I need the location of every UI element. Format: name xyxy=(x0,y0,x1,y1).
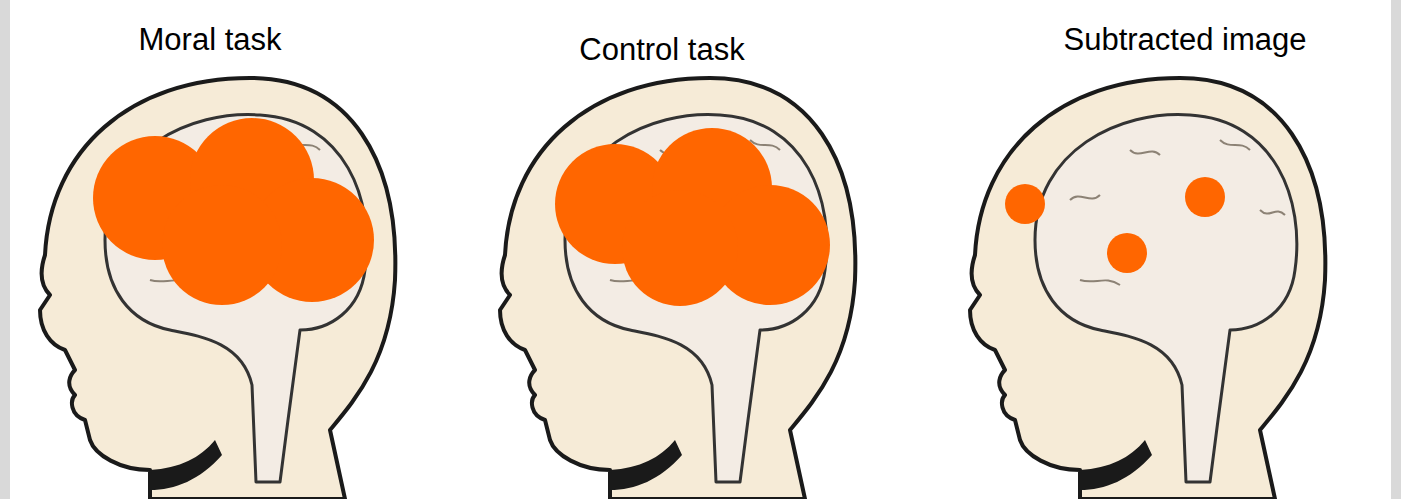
head-control xyxy=(500,78,855,499)
panel-caption: Control task xyxy=(579,32,744,68)
head-subtracted xyxy=(970,78,1325,499)
head-moral xyxy=(40,78,395,499)
activation-blobs xyxy=(555,128,830,306)
activation-blobs xyxy=(93,118,374,305)
panel-caption: Moral task xyxy=(139,22,282,58)
activation-spots xyxy=(1005,177,1225,273)
panel-caption: Subtracted image xyxy=(1064,22,1307,58)
